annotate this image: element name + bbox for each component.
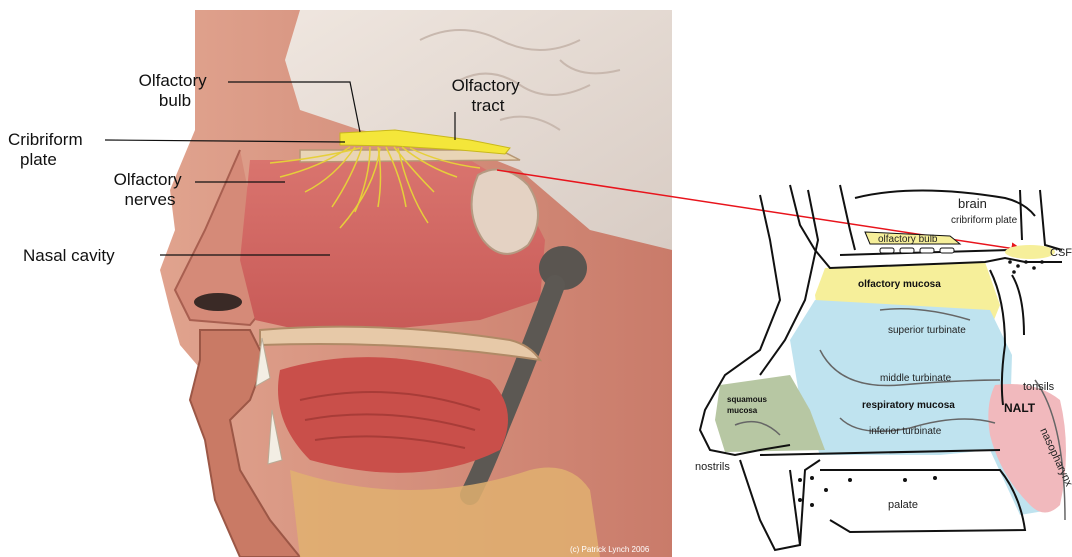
label-olfactory-nerves: Olfactory nerves — [114, 170, 187, 209]
label-tonsils: tonsils — [1023, 381, 1055, 393]
label-cribriform-plate: Cribriform plate — [8, 130, 87, 169]
copyright-credit: (c) Patrick Lynch 2006 — [570, 545, 650, 554]
nostril-opening — [194, 293, 242, 311]
label-nasal-cavity: Nasal cavity — [23, 246, 115, 265]
label-middle-turbinate: middle turbinate — [880, 373, 952, 384]
label-respiratory-mucosa: respiratory mucosa — [862, 400, 955, 411]
label-nostrils: nostrils — [695, 461, 730, 473]
label-olfactory-mucosa: olfactory mucosa — [858, 279, 941, 290]
csf-zone — [1005, 245, 1055, 259]
label-superior-turbinate: superior turbinate — [888, 325, 966, 336]
label-cribriform-plate-right: cribriform plate — [951, 215, 1018, 226]
label-csf: CSF — [1050, 247, 1072, 259]
label-nalt: NALT — [1004, 401, 1036, 415]
left-anatomy-illustration: (c) Patrick Lynch 2006 — [160, 10, 672, 557]
label-brain: brain — [958, 196, 987, 211]
label-olfactory-bulb-right: olfactory bulb — [878, 234, 938, 245]
label-palate: palate — [888, 499, 918, 511]
label-inferior-turbinate: inferior turbinate — [869, 426, 942, 437]
